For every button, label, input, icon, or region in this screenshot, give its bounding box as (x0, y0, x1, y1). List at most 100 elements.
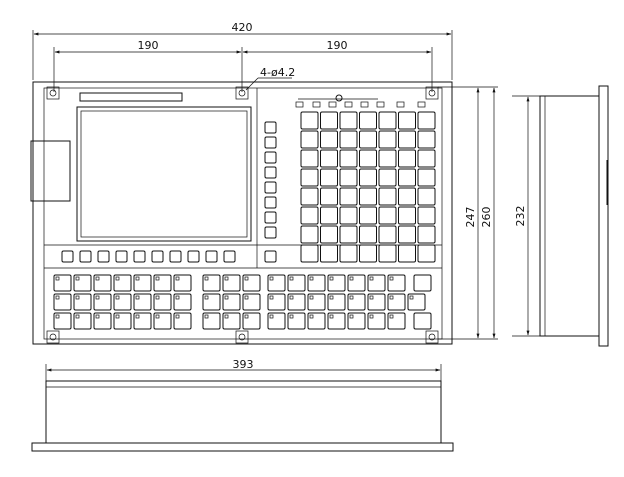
function-key[interactable] (173, 293, 192, 311)
keypad-key[interactable] (417, 130, 436, 149)
function-key[interactable] (387, 274, 406, 292)
function-key[interactable] (202, 274, 221, 292)
keypad-key[interactable] (378, 206, 397, 225)
function-key[interactable] (53, 293, 72, 311)
keypad-key[interactable] (398, 149, 416, 168)
keypad-key[interactable] (398, 187, 416, 206)
keypad-key[interactable] (398, 206, 416, 225)
keypad-key[interactable] (398, 244, 416, 263)
function-key[interactable] (267, 293, 286, 311)
function-key[interactable] (73, 274, 92, 292)
function-key[interactable] (307, 312, 326, 330)
softkey[interactable] (61, 250, 74, 263)
keypad-key[interactable] (378, 244, 397, 263)
function-key[interactable] (113, 274, 132, 292)
function-key[interactable] (222, 293, 241, 311)
softkey[interactable] (264, 211, 277, 224)
function-key[interactable] (222, 312, 241, 330)
function-key[interactable] (287, 293, 306, 311)
softkey[interactable] (187, 250, 200, 263)
keypad-key[interactable] (320, 244, 338, 263)
function-key[interactable] (307, 293, 326, 311)
function-key[interactable] (173, 274, 192, 292)
softkey[interactable] (264, 250, 277, 263)
softkey[interactable] (115, 250, 128, 263)
keypad-key[interactable] (339, 225, 358, 244)
function-key[interactable] (347, 274, 366, 292)
softkey[interactable] (264, 136, 277, 149)
keypad-key[interactable] (339, 149, 358, 168)
softkey[interactable] (97, 250, 110, 263)
function-key[interactable] (202, 293, 221, 311)
function-key[interactable] (387, 293, 406, 311)
function-key[interactable] (327, 293, 346, 311)
keypad-key[interactable] (417, 149, 436, 168)
function-key[interactable] (413, 312, 432, 330)
keypad-key[interactable] (300, 225, 319, 244)
keypad-key[interactable] (378, 111, 397, 130)
keypad-key[interactable] (320, 206, 338, 225)
function-key[interactable] (153, 274, 172, 292)
function-key[interactable] (93, 293, 112, 311)
function-key[interactable] (93, 274, 112, 292)
function-key[interactable] (113, 312, 132, 330)
function-key[interactable] (153, 312, 172, 330)
function-key[interactable] (367, 293, 386, 311)
keypad-key[interactable] (417, 244, 436, 263)
keypad-key[interactable] (359, 168, 377, 187)
softkey[interactable] (79, 250, 92, 263)
function-key[interactable] (133, 274, 152, 292)
keypad-key[interactable] (398, 111, 416, 130)
function-key[interactable] (153, 293, 172, 311)
softkey[interactable] (169, 250, 182, 263)
keypad-key[interactable] (339, 206, 358, 225)
keypad-key[interactable] (359, 206, 377, 225)
softkey[interactable] (264, 166, 277, 179)
softkey[interactable] (264, 151, 277, 164)
keypad-key[interactable] (300, 187, 319, 206)
keypad-key[interactable] (398, 130, 416, 149)
keypad-key[interactable] (417, 168, 436, 187)
softkey[interactable] (223, 250, 236, 263)
keypad-key[interactable] (339, 168, 358, 187)
keypad-key[interactable] (359, 111, 377, 130)
keypad-key[interactable] (300, 244, 319, 263)
softkey[interactable] (264, 226, 277, 239)
keypad-key[interactable] (359, 244, 377, 263)
keypad-key[interactable] (320, 168, 338, 187)
keypad-key[interactable] (300, 206, 319, 225)
keypad-key[interactable] (378, 130, 397, 149)
function-key[interactable] (93, 312, 112, 330)
softkey[interactable] (151, 250, 164, 263)
keypad-key[interactable] (378, 168, 397, 187)
function-key[interactable] (133, 293, 152, 311)
function-key[interactable] (242, 274, 261, 292)
function-key[interactable] (413, 274, 432, 292)
softkey[interactable] (264, 196, 277, 209)
keypad-key[interactable] (378, 149, 397, 168)
function-key[interactable] (327, 274, 346, 292)
keypad-key[interactable] (339, 130, 358, 149)
function-key[interactable] (133, 312, 152, 330)
keypad-key[interactable] (320, 130, 338, 149)
function-key[interactable] (267, 312, 286, 330)
keypad-key[interactable] (398, 168, 416, 187)
function-key[interactable] (242, 312, 261, 330)
keypad-key[interactable] (320, 111, 338, 130)
function-key[interactable] (307, 274, 326, 292)
keypad-key[interactable] (300, 130, 319, 149)
function-key[interactable] (53, 312, 72, 330)
keypad-key[interactable] (320, 187, 338, 206)
softkey[interactable] (264, 181, 277, 194)
function-key[interactable] (367, 312, 386, 330)
keypad-key[interactable] (417, 111, 436, 130)
keypad-key[interactable] (417, 225, 436, 244)
function-key[interactable] (347, 312, 366, 330)
function-key[interactable] (202, 312, 221, 330)
function-key[interactable] (222, 274, 241, 292)
function-key[interactable] (327, 312, 346, 330)
keypad-key[interactable] (417, 187, 436, 206)
keypad-key[interactable] (378, 225, 397, 244)
keypad-key[interactable] (359, 130, 377, 149)
keypad-key[interactable] (378, 187, 397, 206)
